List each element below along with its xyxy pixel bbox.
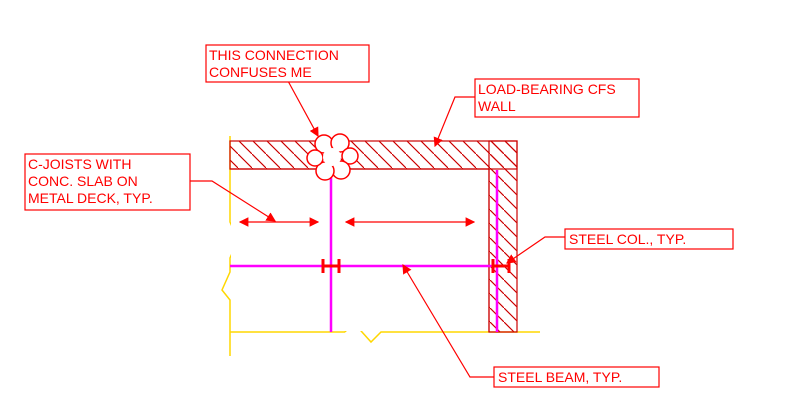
callout-joists: C-JOISTS WITH CONC. SLAB ON METAL DECK, … bbox=[24, 153, 191, 211]
callout-connection-line1: THIS CONNECTION bbox=[209, 47, 339, 63]
callout-joists-line2: CONC. SLAB ON bbox=[28, 173, 138, 189]
floor-bay bbox=[231, 170, 488, 331]
callout-joists-line1: C-JOISTS WITH bbox=[28, 156, 131, 172]
leader-lines bbox=[190, 80, 565, 378]
callout-wall-line2: WALL bbox=[478, 98, 516, 114]
callout-wall: LOAD-BEARING CFS WALL bbox=[474, 78, 640, 118]
callout-beam: STEEL BEAM, TYP. bbox=[493, 366, 660, 388]
callout-connection: THIS CONNECTION CONFUSES ME bbox=[205, 44, 370, 83]
leader-joists bbox=[190, 180, 277, 222]
callout-column-line1: STEEL COL., TYP. bbox=[569, 231, 686, 247]
callout-wall-line1: LOAD-BEARING CFS bbox=[478, 81, 616, 97]
leader-connection bbox=[287, 80, 319, 138]
callout-connection-line2: CONFUSES ME bbox=[209, 64, 312, 80]
callout-beam-line1: STEEL BEAM, TYP. bbox=[498, 369, 622, 385]
cfs-wall-top-fill bbox=[231, 142, 516, 168]
steel-beams bbox=[230, 158, 510, 332]
steel-column-mid bbox=[321, 259, 341, 273]
cfs-wall-right-fill bbox=[490, 142, 516, 331]
leader-beam bbox=[402, 263, 494, 378]
leader-column bbox=[506, 236, 565, 264]
revision-cloud-icon bbox=[306, 133, 359, 181]
leader-wall bbox=[433, 96, 475, 148]
callout-joists-line3: METAL DECK, TYP. bbox=[28, 190, 153, 206]
callout-column: STEEL COL., TYP. bbox=[564, 228, 734, 250]
